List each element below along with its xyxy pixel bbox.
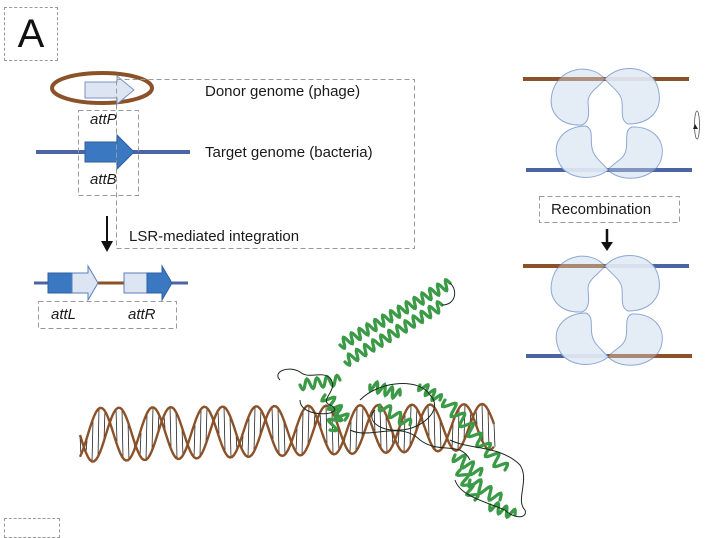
helix-f: [416, 383, 444, 403]
base-pair: [103, 409, 106, 441]
base-pair: [145, 415, 148, 460]
process-dashed-box: [116, 79, 415, 249]
helix-e: [377, 403, 413, 427]
rotation-icon: [693, 110, 700, 140]
base-pair: [301, 412, 304, 455]
attL-label: attL: [51, 306, 77, 323]
base-pair: [283, 420, 286, 456]
donor-genome-label: Donor genome (phage): [205, 83, 361, 100]
target-genome-label: Target genome (bacteria): [205, 144, 373, 161]
loop-b: [359, 383, 436, 431]
helix-h: [451, 453, 484, 477]
base-pair: [427, 405, 430, 437]
base-pair: [439, 419, 442, 451]
base-pair: [229, 415, 232, 458]
base-pair: [223, 406, 226, 451]
base-pair: [307, 405, 310, 446]
base-pair: [121, 409, 124, 457]
recombination-label: Recombination: [551, 201, 652, 218]
base-pair: [127, 421, 130, 461]
recombinase-tetramer-before: [523, 68, 692, 179]
recombination-dashed-box: [539, 196, 680, 223]
loop-d: [349, 429, 471, 461]
attR-label: attR: [128, 306, 156, 323]
base-pair: [451, 424, 454, 449]
base-pair: [205, 407, 208, 444]
recombination-arrow-icon: [601, 229, 613, 251]
base-pair: [151, 407, 154, 451]
helix-d: [368, 379, 402, 401]
base-pair: [373, 408, 376, 432]
lsr-protein-structure: [277, 277, 526, 520]
integration-arrow-icon: [101, 216, 113, 252]
base-pair: [433, 406, 436, 449]
attB-arrow: [84, 133, 135, 171]
base-pair: [217, 410, 220, 434]
base-pair: [169, 407, 172, 447]
base-pair: [463, 404, 466, 441]
coil-loop: [441, 282, 456, 306]
figure-canvas: [34, 68, 700, 520]
attB-label: attB: [90, 171, 117, 188]
dna-strand-2: [78, 402, 495, 462]
base-pair: [271, 407, 274, 440]
loop-c: [449, 439, 526, 518]
helix-k: [455, 468, 480, 502]
base-pair: [277, 408, 280, 453]
base-pair: [295, 428, 298, 453]
base-pair: [349, 421, 352, 453]
base-pair: [493, 423, 496, 447]
base-pair: [355, 408, 358, 452]
attR-arrow: [123, 264, 173, 302]
process-label: LSR-mediated integration: [129, 228, 300, 245]
helix-a: [298, 373, 342, 392]
base-pair: [115, 409, 118, 442]
helix-b: [320, 393, 350, 422]
coiled-coil-helix-2: [343, 300, 444, 367]
panel-label-a: A: [4, 7, 58, 61]
helix-g: [440, 398, 510, 472]
base-pair: [253, 407, 256, 452]
attL-arrow: [47, 264, 99, 302]
base-pair: [247, 418, 250, 457]
base-pair: [139, 432, 142, 456]
attP-label: attP: [90, 111, 117, 128]
coiled-coil-helix-1: [338, 277, 452, 351]
base-pair: [475, 409, 478, 425]
helix-j: [488, 500, 517, 520]
base-pair: [193, 425, 196, 458]
attLR-dashed-box: [38, 301, 177, 329]
integrated-product: [34, 264, 188, 302]
base-pair: [385, 414, 388, 453]
dna-strand-1: [78, 402, 496, 463]
loop-a: [277, 368, 336, 415]
base-pair: [175, 412, 178, 458]
base-pair: [91, 421, 94, 462]
base-pair: [331, 410, 334, 454]
helix-i: [467, 478, 503, 502]
recombinase-tetramer-after: [523, 255, 692, 366]
donor-genome-circle: [50, 71, 154, 105]
base-pair: [199, 410, 202, 457]
base-pair: [181, 427, 184, 457]
base-pair: [259, 408, 262, 437]
base-pair: [325, 405, 328, 444]
base-pair: [97, 409, 100, 457]
